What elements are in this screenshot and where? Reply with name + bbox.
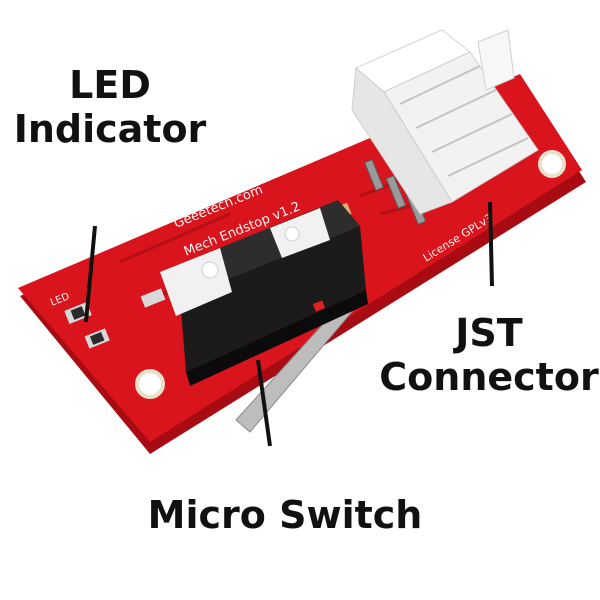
jst-label-line-2: Connector	[379, 354, 599, 399]
micro-switch-label: Micro Switch	[147, 493, 423, 537]
led-label-line-1: LED	[69, 63, 151, 107]
jst-connector-icon	[351, 29, 539, 225]
jst-label-line-1: JST	[455, 311, 523, 355]
led-label-line-2: Indicator	[13, 106, 207, 151]
micro-switch-icon	[160, 200, 368, 433]
jst-connector-label: JST Connector	[378, 311, 600, 399]
jst-pointer-line	[488, 201, 494, 287]
mounting-holes	[135, 150, 566, 399]
led-indicator-label: LED Indicator	[10, 63, 210, 151]
led-pointer-line	[84, 225, 97, 323]
switch-pointer-line	[256, 359, 272, 447]
smd-led-icon	[64, 302, 110, 349]
